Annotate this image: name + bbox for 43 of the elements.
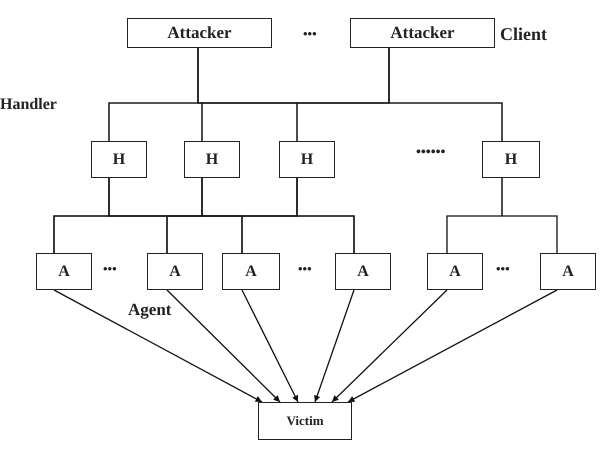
arrow [54, 289, 262, 403]
ellipsis: ••• [298, 261, 312, 277]
group-label: Handler [0, 96, 57, 114]
host-box [91, 141, 147, 178]
arrow [166, 290, 280, 402]
node-label: H [504, 150, 518, 168]
node-label: H [112, 150, 126, 168]
host-box [427, 253, 483, 290]
host-box [184, 141, 240, 178]
host-box [36, 253, 92, 290]
node-label: A [169, 262, 181, 280]
ellipsis: ••• [303, 26, 317, 42]
arrow [241, 290, 299, 402]
arrow [348, 289, 558, 403]
node-label: H [206, 150, 218, 168]
ellipsis: ••• [496, 261, 510, 277]
host-box [279, 141, 335, 178]
host-box [540, 253, 596, 290]
target-box [258, 402, 352, 440]
node-label: Attacker [167, 23, 232, 43]
node-label: H [300, 150, 314, 168]
ellipsis: ••• [103, 261, 117, 277]
node-label: A [562, 262, 574, 280]
group-label: Agent [128, 300, 172, 320]
connector-line [501, 178, 558, 253]
arrow [314, 290, 355, 402]
host-box [127, 18, 272, 48]
group-label: Client [500, 24, 547, 45]
host-box [147, 253, 203, 290]
node-label: A [245, 262, 257, 280]
node-label: A [58, 262, 70, 280]
node-label: Victim [286, 413, 324, 429]
arrow [332, 290, 448, 402]
ellipsis: •••••• [416, 145, 446, 161]
node-label: Attacker [390, 23, 455, 43]
host-box [335, 253, 391, 290]
node-label: A [357, 262, 369, 280]
connector-line [388, 48, 503, 141]
node-label: A [449, 262, 461, 280]
host-box [222, 253, 280, 290]
host-box [482, 141, 540, 178]
host-box [350, 18, 495, 48]
connector-line [296, 178, 355, 253]
